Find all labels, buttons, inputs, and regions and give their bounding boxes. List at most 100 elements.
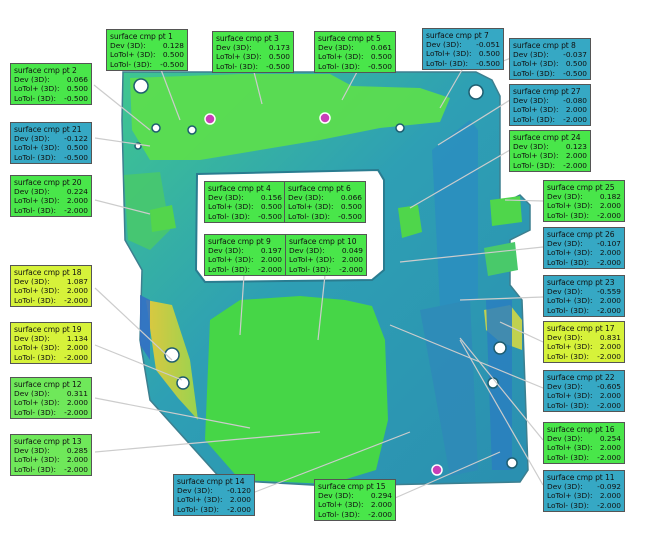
lotol-minus-label: LoTol- (3D): xyxy=(547,500,590,510)
callout-pt-2[interactable]: surface cmp pt 2 Dev (3D):0.066 LoTol+ (… xyxy=(10,63,92,105)
dev-label: Dev (3D): xyxy=(14,334,50,344)
callout-pt-13[interactable]: surface cmp pt 13 Dev (3D):0.285 LoTol+ … xyxy=(10,434,92,476)
callout-pt-27[interactable]: surface cmp pt 27 Dev (3D):-0.080 LoTol+… xyxy=(509,84,591,126)
dev-value: 0.049 xyxy=(341,246,363,256)
dev-value: -0.051 xyxy=(476,40,500,50)
lotol-minus-value: -2.000 xyxy=(64,464,88,474)
callout-pt-10[interactable]: surface cmp pt 10 Dev (3D):0.049 LoTol+ … xyxy=(285,234,367,276)
callout-pt-19[interactable]: surface cmp pt 19 Dev (3D):1.134 LoTol+ … xyxy=(10,322,92,364)
callout-title: surface cmp pt 4 xyxy=(208,184,271,193)
lotol-plus-value: 2.000 xyxy=(599,342,621,352)
dev-value: 0.123 xyxy=(565,142,587,152)
dev-label: Dev (3D): xyxy=(547,192,583,202)
dev-label: Dev (3D): xyxy=(14,389,50,399)
callout-pt-14[interactable]: surface cmp pt 14 Dev (3D):-0.120 LoTol+… xyxy=(173,474,255,516)
callout-pt-20[interactable]: surface cmp pt 20 Dev (3D):0.224 LoTol+ … xyxy=(10,175,92,217)
callout-title: surface cmp pt 10 xyxy=(289,237,357,246)
dev-value: 0.197 xyxy=(260,246,282,256)
callout-pt-15[interactable]: surface cmp pt 15 Dev (3D):0.294 LoTol+ … xyxy=(314,479,396,521)
callout-pt-24[interactable]: surface cmp pt 24 Dev (3D):0.123 LoTol+ … xyxy=(509,130,591,172)
lotol-minus-value: -2.000 xyxy=(597,400,621,410)
dev-label: Dev (3D): xyxy=(547,482,583,492)
callout-title: surface cmp pt 17 xyxy=(547,324,615,333)
callout-pt-16[interactable]: surface cmp pt 16 Dev (3D):0.254 LoTol+ … xyxy=(543,422,625,464)
lotol-minus-label: LoTol- (3D): xyxy=(216,61,259,71)
lotol-minus-value: -0.500 xyxy=(160,59,184,69)
dev-value: -0.037 xyxy=(563,50,587,60)
callout-title: surface cmp pt 21 xyxy=(14,125,82,134)
callout-title: surface cmp pt 12 xyxy=(14,380,82,389)
lotol-minus-label: LoTol- (3D): xyxy=(547,452,590,462)
lotol-plus-value: 0.500 xyxy=(66,143,88,153)
dev-label: Dev (3D): xyxy=(216,43,252,53)
dev-label: Dev (3D): xyxy=(547,434,583,444)
callout-pt-22[interactable]: surface cmp pt 22 Dev (3D):-0.605 LoTol+… xyxy=(543,370,625,412)
lotol-minus-label: LoTol- (3D): xyxy=(14,205,57,215)
lotol-minus-value: -2.000 xyxy=(563,160,587,170)
lotol-plus-label: LoTol+ (3D): xyxy=(318,52,364,62)
lotol-minus-value: -2.000 xyxy=(597,500,621,510)
lotol-minus-label: LoTol- (3D): xyxy=(513,160,556,170)
dev-label: Dev (3D): xyxy=(14,75,50,85)
callout-pt-26[interactable]: surface cmp pt 26 Dev (3D):-0.107 LoTol+… xyxy=(543,227,625,269)
dev-label: Dev (3D): xyxy=(547,287,583,297)
callout-pt-5[interactable]: surface cmp pt 5 Dev (3D):0.061 LoTol+ (… xyxy=(314,31,396,73)
callout-pt-8[interactable]: surface cmp pt 8 Dev (3D):-0.037 LoTol+ … xyxy=(509,38,591,80)
lotol-plus-value: 0.500 xyxy=(260,202,282,212)
lotol-plus-value: 2.000 xyxy=(599,491,621,501)
lotol-plus-label: LoTol+ (3D): xyxy=(216,52,262,62)
lotol-plus-value: 0.500 xyxy=(370,52,392,62)
lotol-plus-value: 2.000 xyxy=(599,443,621,453)
dev-value: 1.134 xyxy=(66,334,88,344)
lotol-minus-value: -0.500 xyxy=(368,61,392,71)
lotol-minus-value: -0.500 xyxy=(563,68,587,78)
fasteners xyxy=(204,112,443,476)
callout-pt-25[interactable]: surface cmp pt 25 Dev (3D):0.182 LoTol+ … xyxy=(543,180,625,222)
lotol-minus-label: LoTol- (3D): xyxy=(547,257,590,267)
dev-label: Dev (3D): xyxy=(513,142,549,152)
dev-label: Dev (3D): xyxy=(513,96,549,106)
callout-title: surface cmp pt 2 xyxy=(14,66,77,75)
lotol-minus-label: LoTol- (3D): xyxy=(208,264,251,274)
lotol-plus-value: 2.000 xyxy=(66,455,88,465)
lotol-plus-value: 2.000 xyxy=(66,343,88,353)
lotol-minus-value: -0.500 xyxy=(64,152,88,162)
callout-pt-17[interactable]: surface cmp pt 17 Dev (3D):0.831 LoTol+ … xyxy=(543,321,625,363)
dev-label: Dev (3D): xyxy=(110,41,146,51)
lotol-plus-value: 0.500 xyxy=(162,50,184,60)
lotol-minus-label: LoTol- (3D): xyxy=(513,68,556,78)
callout-pt-21[interactable]: surface cmp pt 21 Dev (3D):-0.122 LoTol+… xyxy=(10,122,92,164)
dev-label: Dev (3D): xyxy=(426,40,462,50)
lotol-minus-label: LoTol- (3D): xyxy=(14,152,57,162)
dev-label: Dev (3D): xyxy=(14,277,50,287)
lotol-minus-label: LoTol- (3D): xyxy=(547,351,590,361)
callout-pt-7[interactable]: surface cmp pt 7 Dev (3D):-0.051 LoTol+ … xyxy=(422,28,504,70)
dev-value: -0.559 xyxy=(597,287,621,297)
lotol-minus-value: -2.000 xyxy=(563,114,587,124)
lotol-plus-value: 2.000 xyxy=(599,391,621,401)
dev-value: -0.080 xyxy=(563,96,587,106)
dev-value: -0.605 xyxy=(597,382,621,392)
lotol-minus-label: LoTol- (3D): xyxy=(110,59,153,69)
lotol-plus-value: 2.000 xyxy=(599,248,621,258)
lotol-plus-label: LoTol+ (3D): xyxy=(14,343,60,353)
callout-pt-12[interactable]: surface cmp pt 12 Dev (3D):0.311 LoTol+ … xyxy=(10,377,92,419)
dev-label: Dev (3D): xyxy=(14,446,50,456)
lotol-minus-value: -0.500 xyxy=(258,211,282,221)
callout-pt-3[interactable]: surface cmp pt 3 Dev (3D):0.173 LoTol+ (… xyxy=(212,31,294,73)
callout-title: surface cmp pt 20 xyxy=(14,178,82,187)
callout-pt-1[interactable]: surface cmp pt 1 Dev (3D):0.128 LoTol+ (… xyxy=(106,29,188,71)
lotol-plus-label: LoTol+ (3D): xyxy=(14,143,60,153)
callout-pt-11[interactable]: surface cmp pt 11 Dev (3D):-0.092 LoTol+… xyxy=(543,470,625,512)
callout-pt-4[interactable]: surface cmp pt 4 Dev (3D):0.156 LoTol+ (… xyxy=(204,181,286,223)
dev-value: 0.061 xyxy=(370,43,392,53)
lotol-plus-label: LoTol+ (3D): xyxy=(547,391,593,401)
callout-pt-6[interactable]: surface cmp pt 6 Dev (3D):0.066 LoTol+ (… xyxy=(284,181,366,223)
callout-pt-9[interactable]: surface cmp pt 9 Dev (3D):0.197 LoTol+ (… xyxy=(204,234,286,276)
lotol-minus-label: LoTol- (3D): xyxy=(14,295,57,305)
callout-title: surface cmp pt 23 xyxy=(547,278,615,287)
callout-pt-18[interactable]: surface cmp pt 18 Dev (3D):1.087 LoTol+ … xyxy=(10,265,92,307)
callout-title: surface cmp pt 1 xyxy=(110,32,173,41)
callout-pt-23[interactable]: surface cmp pt 23 Dev (3D):-0.559 LoTol+… xyxy=(543,275,625,317)
